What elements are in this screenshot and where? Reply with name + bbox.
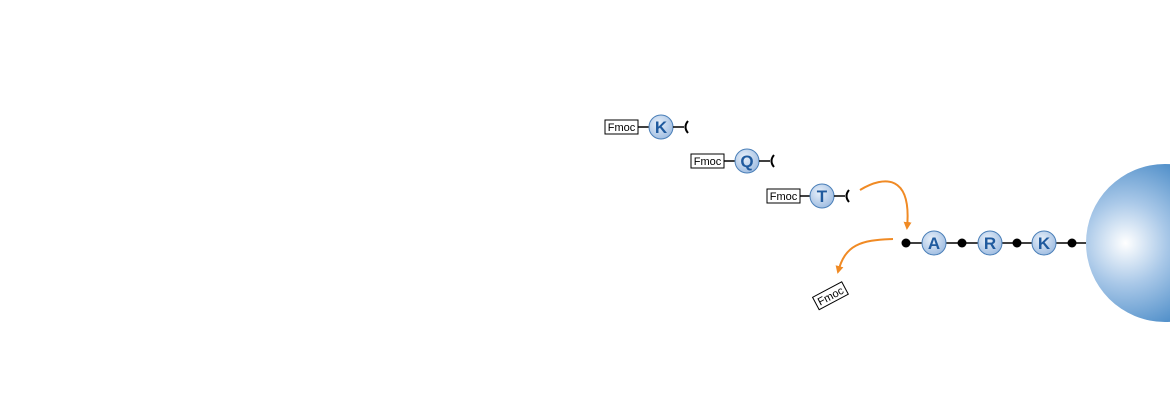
- coupling-arrow: [859, 180, 912, 230]
- chain-residue-letter: K: [1038, 234, 1051, 253]
- reactive-end: [845, 189, 850, 203]
- fmoc-label: Fmoc: [770, 191, 798, 203]
- peptide-chain: A R K: [901, 230, 1086, 256]
- chain-residue-circle: [977, 230, 1003, 256]
- linker-dot: [1012, 238, 1022, 248]
- reactive-end: [684, 120, 689, 134]
- linker-dot: [901, 238, 911, 248]
- fmoc-label: Fmoc: [608, 122, 636, 134]
- linker-dot: [957, 238, 967, 248]
- incoming-residue-group-1: Fmoc K: [604, 114, 689, 140]
- deprotection-arrow: [835, 238, 894, 274]
- incoming-residue-group-3: Fmoc T: [766, 183, 850, 209]
- linker-dot: [1067, 238, 1077, 248]
- fmoc-box: [811, 281, 849, 311]
- incoming-residue-group-2: Fmoc Q: [690, 148, 775, 174]
- resin-bead: [1086, 164, 1170, 322]
- chain-residue-circle: [1031, 230, 1057, 256]
- residue-letter: T: [817, 187, 828, 206]
- residue-letter: Q: [740, 152, 753, 171]
- chain-residue-circle: [921, 230, 947, 256]
- chain-residue-letter: R: [984, 234, 996, 253]
- residue-letter: K: [655, 118, 668, 137]
- released-fmoc: Fmoc: [811, 281, 849, 311]
- reactive-end: [770, 154, 775, 168]
- chain-residue-letter: A: [928, 234, 940, 253]
- fmoc-label: Fmoc: [694, 156, 722, 168]
